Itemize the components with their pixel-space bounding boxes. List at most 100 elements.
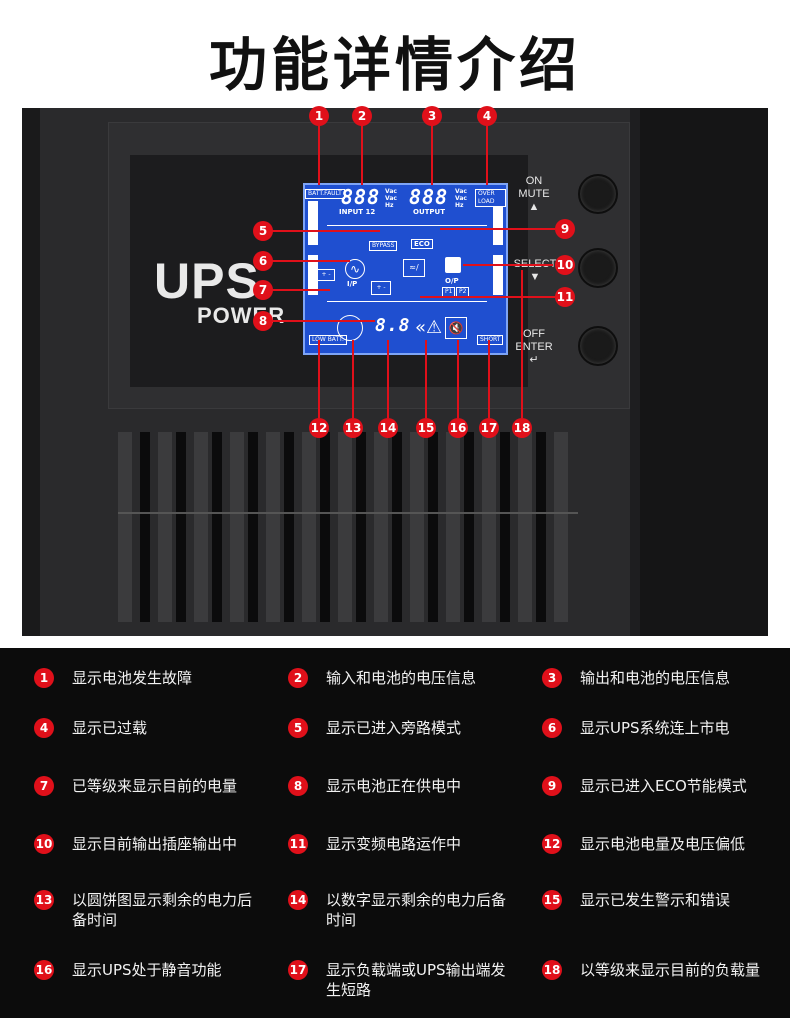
legend-number: 14	[288, 890, 308, 910]
vent-slot	[284, 432, 294, 622]
marker-18: 18	[512, 418, 532, 438]
legend-number: 16	[34, 960, 54, 980]
marker-16: 16	[448, 418, 468, 438]
leader-line-15	[425, 340, 427, 418]
on-mute-label: ON MUTE ▲	[516, 175, 552, 214]
input-voltage-digits: 888	[341, 185, 381, 209]
legend-text: 以数字显示剩余的电力后备时间	[326, 891, 507, 929]
marker-5: 5	[253, 221, 273, 241]
mute-icon: 🔇	[445, 317, 467, 339]
leader-line-17	[488, 340, 490, 418]
legend-item: 13 以圆饼图显示剩余的电力后备时间	[34, 890, 262, 930]
vent-slot	[428, 432, 438, 622]
legend-number: 3	[542, 668, 562, 688]
vent-slot	[518, 432, 532, 622]
marker-15: 15	[416, 418, 436, 438]
legend-text: 以圆饼图显示剩余的电力后备时间	[72, 891, 253, 929]
select-button[interactable]	[578, 248, 618, 288]
legend-item: 9 显示已进入ECO节能模式	[542, 776, 770, 796]
legend-item: 8 显示电池正在供电中	[288, 776, 516, 796]
legend-number: 6	[542, 718, 562, 738]
enter-label: ENTER	[515, 341, 553, 353]
input-unit-vac2: Vac	[385, 195, 397, 202]
output-caption: OUTPUT	[413, 208, 445, 216]
legend-text: 显示已过载	[72, 719, 148, 737]
battery-level-bar	[308, 201, 318, 245]
vent-slot	[536, 432, 546, 622]
legend-item: 6 显示UPS系统连上市电	[542, 718, 770, 738]
legend-text: 显示已进入旁路模式	[326, 719, 462, 737]
legend-item: 10 显示目前输出插座输出中	[34, 834, 262, 854]
backup-time-pie-icon	[337, 315, 363, 341]
vent-slot	[464, 432, 474, 622]
legend-item: 11 显示变频电路运作中	[288, 834, 516, 854]
backup-time-digits: 8.8	[375, 315, 411, 336]
vent-slot	[392, 432, 402, 622]
op-label: O/P	[445, 277, 459, 285]
legend-number: 17	[288, 960, 308, 980]
output-unit-hz: Hz	[455, 202, 464, 209]
legend-text: 显示电池发生故障	[72, 669, 193, 687]
vent-slot	[194, 432, 208, 622]
legend-number: 15	[542, 890, 562, 910]
legend-text: 显示变频电路运作中	[326, 835, 462, 853]
load-level-bar-lower	[493, 255, 503, 295]
leader-line-2	[361, 125, 363, 185]
legend-item: 16 显示UPS处于静音功能	[34, 960, 262, 980]
on-mute-button[interactable]	[578, 174, 618, 214]
bypass-indicator: BYPASS	[369, 241, 398, 251]
vent-slot	[266, 432, 280, 622]
legend-number: 11	[288, 834, 308, 854]
off-enter-label: OFF ENTER ↵	[512, 328, 556, 367]
ac-input-icon: ∿	[345, 259, 365, 279]
leader-line-1	[318, 125, 320, 185]
vent-slot	[248, 432, 258, 622]
marker-7: 7	[253, 280, 273, 300]
lcd-divider-2	[327, 301, 487, 302]
battery-level-bar-lower	[308, 255, 318, 295]
legend-number: 5	[288, 718, 308, 738]
marker-11: 11	[555, 287, 575, 307]
marker-14: 14	[378, 418, 398, 438]
off-enter-button[interactable]	[578, 326, 618, 366]
leader-line-4	[486, 125, 488, 185]
vent-slot	[446, 432, 460, 622]
batt-fault-indicator: BATT.FAULT	[305, 189, 345, 199]
mute-label: MUTE	[518, 188, 550, 200]
legend-number: 12	[542, 834, 562, 854]
leader-line-7	[270, 289, 330, 291]
leader-line-8	[270, 320, 375, 322]
lcd-screen: BATT.FAULT OVER LOAD 888 Vac Vac Hz INPU…	[303, 183, 508, 355]
legend-item: 15 显示已发生警示和错误	[542, 890, 770, 910]
eco-indicator: ECO	[411, 239, 433, 249]
marker-13: 13	[343, 418, 363, 438]
vent-slot	[158, 432, 172, 622]
leader-line-9	[440, 228, 555, 230]
legend-item: 14 以数字显示剩余的电力后备时间	[288, 890, 516, 930]
device-left-edge	[22, 108, 40, 636]
legend-text: 显示电池正在供电中	[326, 777, 462, 795]
vent-slot	[230, 432, 244, 622]
lcd-divider	[327, 225, 487, 226]
vent-slot	[302, 432, 316, 622]
vent-slot	[320, 432, 330, 622]
legend-text: 以等级来显示目前的负载量	[580, 961, 761, 979]
leader-line-5	[270, 230, 380, 232]
legend-number: 4	[34, 718, 54, 738]
input-unit-vac: Vac	[385, 188, 397, 195]
over-load-indicator: OVER LOAD	[475, 189, 506, 207]
output-voltage-digits: 888	[409, 185, 449, 209]
marker-6: 6	[253, 251, 273, 271]
legend-item: 4 显示已过载	[34, 718, 262, 738]
on-label: ON	[525, 175, 543, 187]
legend-item: 3 输出和电池的电压信息	[542, 668, 770, 688]
output-unit-vac: Vac	[455, 188, 467, 195]
input-caption: INPUT 12	[339, 208, 376, 216]
leader-line-14	[387, 340, 389, 418]
legend-item: 17 显示负载端或UPS输出端发生短路	[288, 960, 516, 1000]
leader-line-12	[318, 340, 320, 418]
feature-legend: 1 显示电池发生故障 2 输入和电池的电压信息 3 输出和电池的电压信息 4 显…	[0, 648, 790, 1018]
marker-2: 2	[352, 106, 372, 126]
marker-8: 8	[253, 311, 273, 331]
device-right-panel	[640, 108, 768, 636]
